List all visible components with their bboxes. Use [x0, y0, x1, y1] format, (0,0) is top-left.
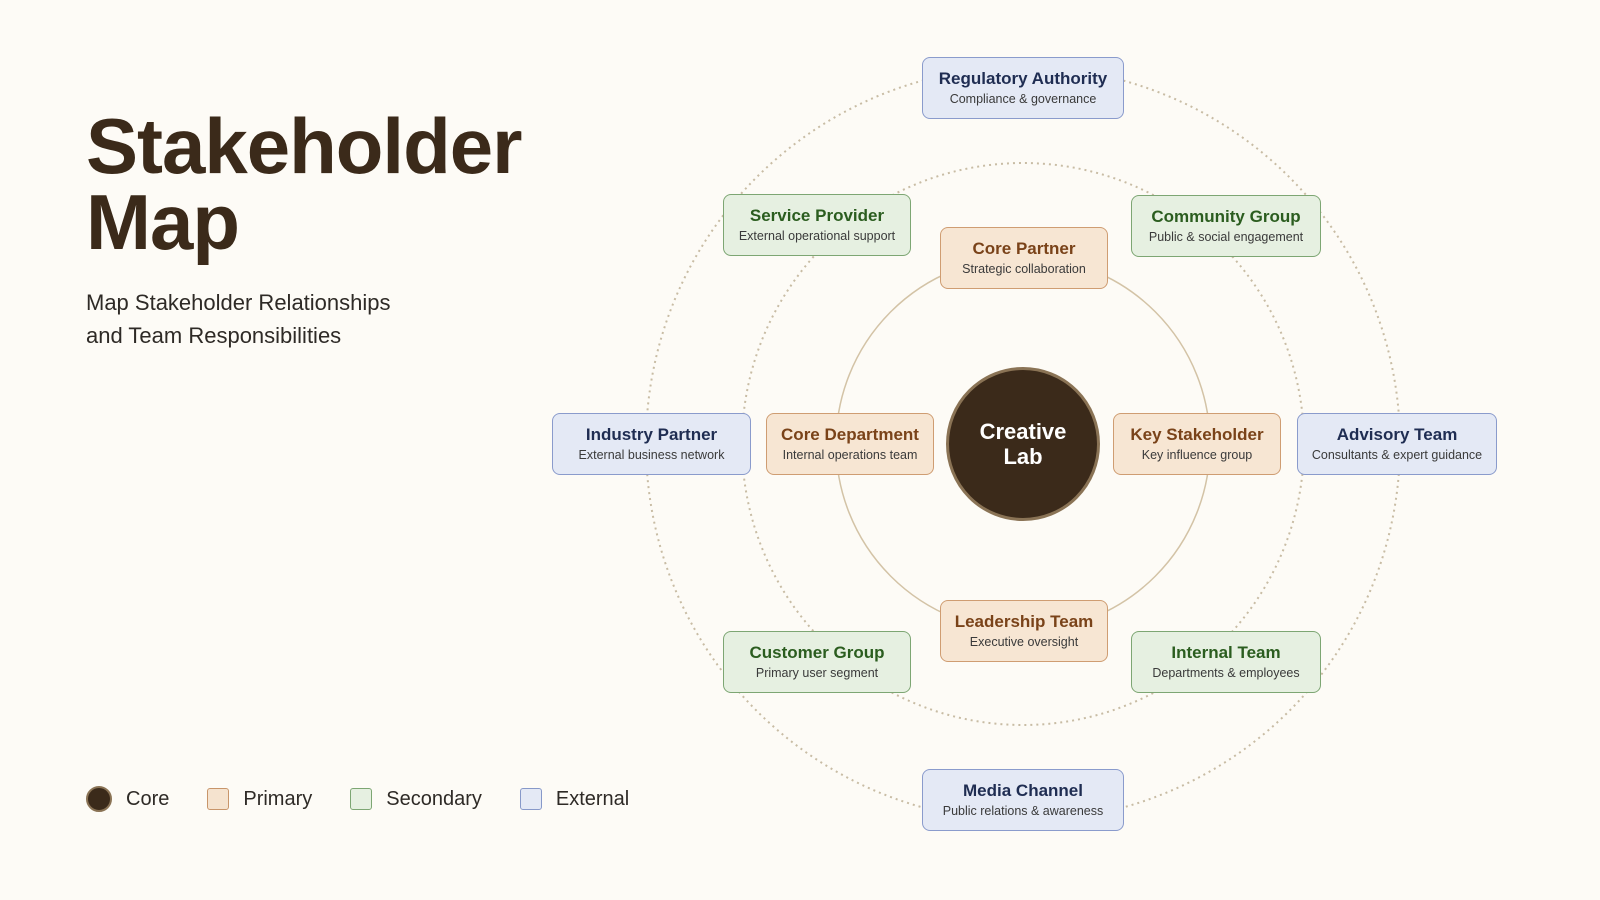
title-line-2: Map [86, 178, 240, 266]
node-advisory-team[interactable]: Advisory Team Consultants & expert guida… [1297, 413, 1497, 475]
node-core-partner[interactable]: Core Partner Strategic collaboration [940, 227, 1108, 289]
node-key-stakeholder[interactable]: Key Stakeholder Key influence group [1113, 413, 1281, 475]
node-customer-group[interactable]: Customer Group Primary user segment [723, 631, 911, 693]
node-industry-partner[interactable]: Industry Partner External business netwo… [552, 413, 751, 475]
subtitle-line-1: Map Stakeholder Relationships [86, 290, 391, 315]
node-internal-team[interactable]: Internal Team Departments & employees [1131, 631, 1321, 693]
node-subtitle: Internal operations team [782, 448, 918, 462]
subtitle-line-2: and Team Responsibilities [86, 323, 342, 348]
node-regulatory-authority[interactable]: Regulatory Authority Compliance & govern… [922, 57, 1124, 119]
page-subtitle: Map Stakeholder Relationships and Team R… [86, 286, 506, 352]
legend-item-secondary: Secondary [350, 788, 482, 811]
core-label-line-2: Lab [1003, 444, 1043, 469]
legend-swatch-primary [207, 788, 230, 810]
node-subtitle: Key influence group [1141, 448, 1253, 462]
node-title: Community Group [1151, 207, 1301, 226]
core-node[interactable]: Creative Lab [946, 367, 1100, 521]
node-subtitle: Public & social engagement [1148, 230, 1304, 244]
node-subtitle: Departments & employees [1152, 666, 1300, 680]
node-title: Key Stakeholder [1130, 425, 1264, 444]
node-title: Regulatory Authority [938, 69, 1108, 88]
node-subtitle: Public relations & awareness [942, 804, 1104, 818]
legend-swatch-secondary [350, 788, 373, 810]
node-title: Internal Team [1171, 643, 1281, 662]
legend-label: Primary [243, 787, 313, 810]
node-title: Leadership Team [954, 612, 1094, 631]
page-title: Stakeholder Map [86, 102, 522, 266]
node-media-channel[interactable]: Media Channel Public relations & awarene… [922, 769, 1124, 831]
legend: Core Primary Secondary External [86, 786, 667, 812]
node-title: Service Provider [749, 206, 885, 225]
legend-label: Core [126, 787, 170, 810]
node-subtitle: Strategic collaboration [962, 262, 1086, 276]
legend-label: External [555, 787, 630, 810]
legend-label: Secondary [386, 787, 482, 810]
legend-item-external: External [519, 787, 630, 811]
node-subtitle: Primary user segment [755, 666, 879, 680]
node-subtitle: Executive oversight [969, 635, 1079, 649]
node-subtitle: Consultants & expert guidance [1311, 448, 1483, 462]
node-service-provider[interactable]: Service Provider External operational su… [723, 194, 911, 256]
node-community-group[interactable]: Community Group Public & social engageme… [1131, 195, 1321, 257]
legend-swatch-external [519, 788, 542, 810]
core-label-line-1: Creative [979, 419, 1067, 444]
node-title: Advisory Team [1336, 425, 1458, 444]
node-leadership-team[interactable]: Leadership Team Executive oversight [940, 600, 1108, 662]
node-subtitle: Compliance & governance [949, 92, 1097, 106]
node-title: Customer Group [749, 643, 885, 662]
node-title: Media Channel [963, 781, 1083, 800]
legend-item-core: Core [86, 786, 169, 812]
node-title: Industry Partner [585, 425, 718, 444]
node-title: Core Department [781, 425, 919, 444]
node-title: Core Partner [972, 239, 1076, 258]
legend-swatch-core [86, 786, 112, 812]
node-core-department[interactable]: Core Department Internal operations team [766, 413, 934, 475]
title-line-1: Stakeholder [86, 102, 522, 190]
node-subtitle: External operational support [738, 229, 896, 243]
legend-item-primary: Primary [207, 788, 312, 811]
node-subtitle: External business network [578, 448, 725, 462]
